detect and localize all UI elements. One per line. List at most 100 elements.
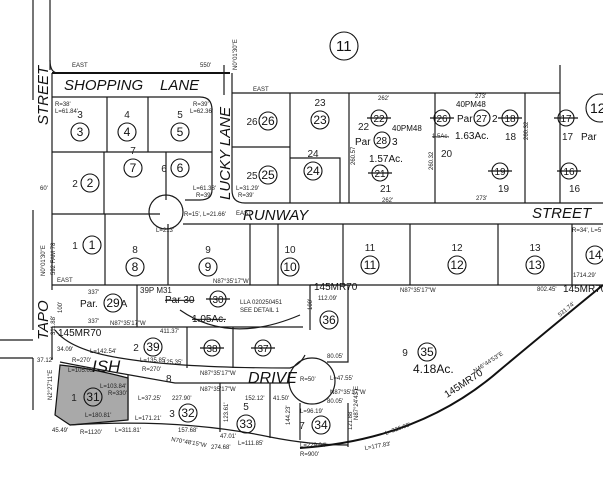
street-runway: RUNWAY [243, 207, 309, 224]
parcel-number[interactable]: 11 [364, 258, 377, 272]
dimension-label: 227.90' [172, 396, 192, 402]
dimension-label: N2°27'11"E [48, 370, 54, 400]
dimension-label: EAST [72, 63, 88, 69]
parcel-number[interactable]: 3 [77, 125, 84, 139]
parcel-number[interactable]: 9 [205, 260, 212, 274]
parcel-27-old-acres: 1.5Ac. [432, 134, 449, 140]
dimension-label: R=270' [72, 358, 91, 364]
dimension-label: 411.37' [160, 329, 179, 335]
parcel-circle [178, 403, 198, 423]
dimension-label: 273' [475, 94, 486, 100]
parcel-number[interactable]: 35 [420, 345, 434, 359]
struck-parcel-number: 16 [563, 167, 575, 178]
dimension-label: L=61.38' [193, 186, 216, 192]
dimension-label: 337' [88, 319, 99, 325]
ref-145mr70-c: 145MR70 [58, 328, 102, 339]
dimension-label: 592 FAM 78 [51, 242, 57, 275]
parcel-number[interactable]: 4 [124, 125, 131, 139]
parcel-number[interactable]: 23 [313, 113, 327, 127]
dimension-label: 100' [58, 302, 64, 313]
street-tapo: TAPO [35, 300, 52, 340]
parcel-circle [236, 414, 256, 434]
dimension-label: L=213' [156, 228, 174, 234]
parcel-35-acres: 4.18Ac. [413, 362, 454, 376]
dimension-label: L=180.81' [85, 413, 111, 419]
parcel-number[interactable]: 7 [130, 161, 137, 175]
parcel-number[interactable]: 32 [181, 406, 195, 420]
parcel-number[interactable]: 1 [89, 238, 96, 252]
parcel-number[interactable]: 36 [322, 313, 336, 327]
dimension-label: 121.88' [348, 411, 354, 431]
parcel-number[interactable]: 2 [87, 176, 94, 190]
parcel-27-label: Par [457, 114, 473, 125]
dimension-label: 80.05' [327, 399, 343, 405]
parcel-number[interactable]: 14 [588, 248, 602, 262]
lot-number: 25 [246, 171, 258, 182]
dimension-label: 260.57 [351, 146, 357, 165]
dimension-label: 274.68' [211, 445, 231, 451]
parcel-number[interactable]: 39 [146, 340, 160, 354]
dimension-label: L=103.84' [100, 384, 126, 390]
dimension-label: 125.35' [163, 360, 183, 366]
dimension-label: EAST [253, 87, 269, 93]
parcel-number[interactable]: 25 [261, 168, 275, 182]
dimension-label: R=1120' [80, 430, 102, 436]
dimension-label: L=62.36' [190, 109, 213, 115]
parcel-number[interactable]: 5 [177, 125, 184, 139]
lot-number: 21 [380, 184, 392, 195]
dimension-label: L=47.55' [330, 376, 353, 382]
dimension-label: 157.68' [178, 428, 198, 434]
parcel-number[interactable]: 33 [239, 417, 253, 431]
parcel-number[interactable]: 34 [314, 418, 328, 432]
parcel-number[interactable]: 8 [132, 260, 139, 274]
parcel-number[interactable]: 26 [261, 114, 275, 128]
parcel-circle [585, 245, 603, 265]
lot-number: 3 [169, 409, 175, 420]
dimension-label: 550' [200, 63, 211, 69]
dimension-label: N0°01'30"E [233, 39, 239, 70]
dimension-label: L=111.85' [238, 441, 263, 447]
dimension-label: R=38' [55, 102, 71, 108]
dimension-label: N87°35'17"W [200, 371, 236, 377]
dimension-label: 45.49' [52, 428, 68, 434]
parcel-28-acres: 1.57Ac. [369, 154, 403, 165]
dimension-label: N87°24'43"E [354, 386, 360, 420]
dimension-label: 123.61' [224, 403, 230, 423]
parcel-number[interactable]: 31 [86, 390, 100, 404]
dimension-label: 112.09' [318, 296, 337, 302]
parcel-29-par-label: Par. [80, 299, 98, 310]
parcel-30-ref: 39P M31 [140, 286, 172, 295]
parcel-27-ref: 40PM48 [456, 100, 486, 109]
parcel-circle [83, 387, 103, 407]
parcel-number[interactable]: 12 [450, 258, 464, 272]
parcel-30-acres: 1.05Ac. [192, 314, 226, 325]
dimension-label: L=61.84' [55, 109, 78, 115]
parcel-27-acres: 1.63Ac. [455, 131, 489, 142]
lot-number: 2 [72, 179, 78, 190]
parcel-circle [80, 173, 100, 193]
dimension-label: L=96.19' [300, 409, 323, 415]
dimension-label: 41.50' [273, 396, 289, 402]
parcel-28-label: Par [355, 137, 371, 148]
lot-8-drive: 8 [166, 374, 172, 385]
dimension-label: EAST [57, 278, 73, 284]
parcel-number[interactable]: 24 [306, 164, 320, 178]
block-labels: 11 12 [329, 31, 603, 123]
lot-number: 16 [569, 184, 581, 195]
dimension-label: R=39' [193, 102, 209, 108]
parcel-28-lot: 3 [392, 137, 398, 148]
struck-parcel-number: 17 [560, 114, 572, 125]
parcel-31-shaded [54, 364, 129, 426]
parcel-circle [123, 158, 143, 178]
parcel-number[interactable]: 13 [528, 258, 542, 272]
parcel-number[interactable]: 29 [106, 296, 120, 310]
lot-number: 1 [71, 393, 77, 404]
parcel-number[interactable]: 6 [177, 161, 184, 175]
parcel-circle [198, 257, 218, 277]
dimension-label: N87°35'17"W [330, 390, 366, 396]
parcel-circle [70, 122, 90, 142]
parcel-number[interactable]: 10 [283, 260, 297, 274]
lot-number: A [121, 299, 128, 310]
dimension-label: R=50' [300, 377, 316, 383]
